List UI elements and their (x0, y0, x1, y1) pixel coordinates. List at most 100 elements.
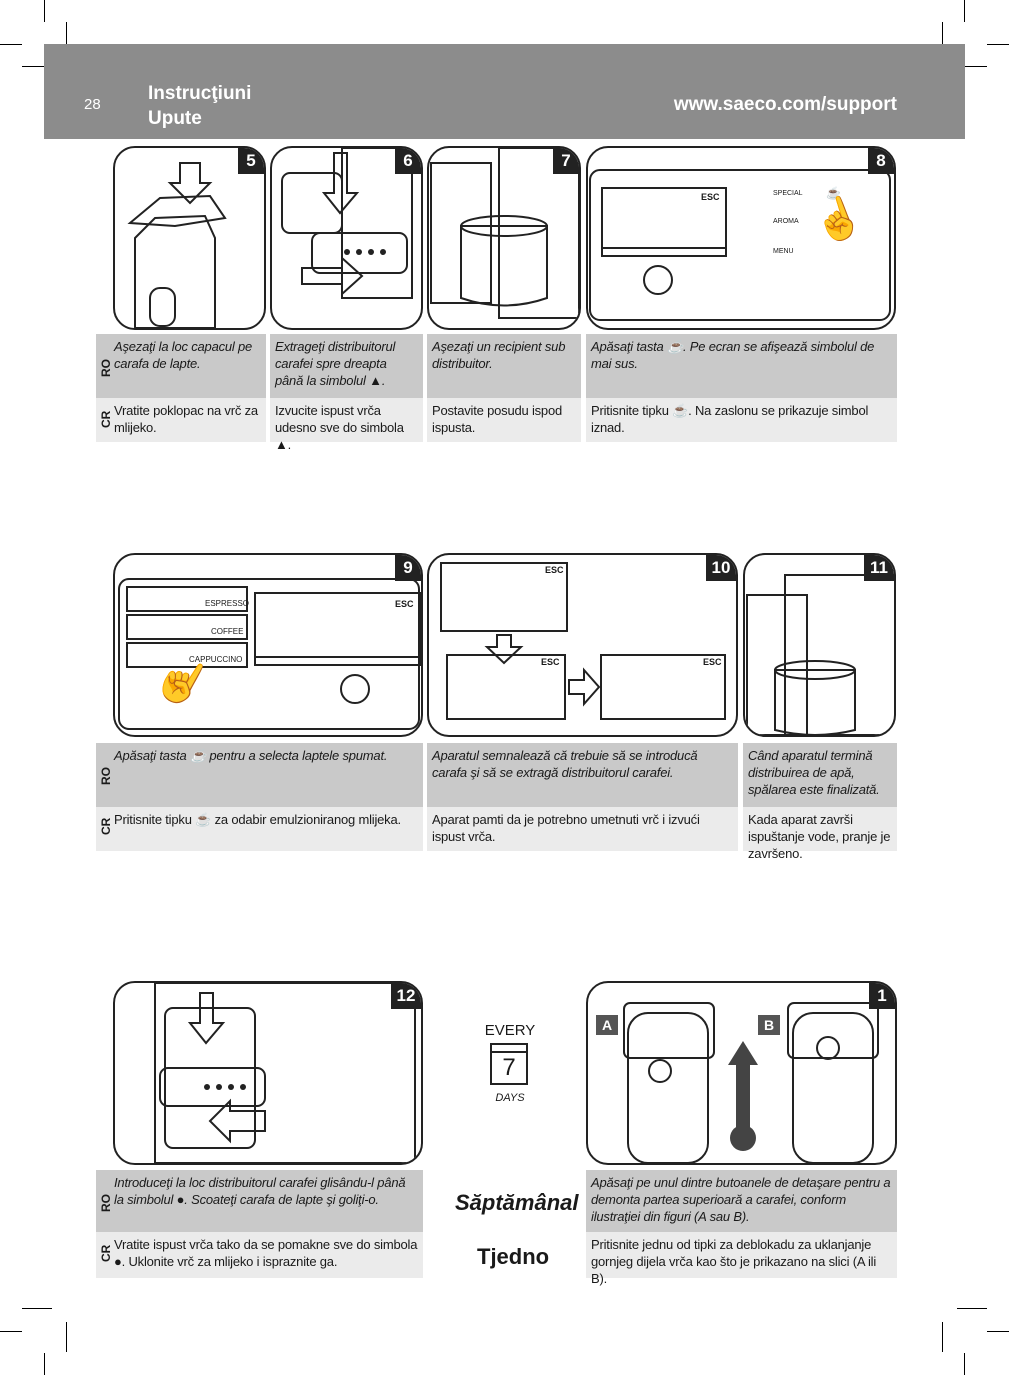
step-number-badge: 6 (395, 148, 421, 174)
language-label-cr: CR (99, 817, 113, 835)
page-subtitle: Upute (148, 108, 202, 129)
screen-esc-label: ESC (541, 657, 560, 667)
screen-esc-label: ESC (701, 192, 720, 202)
step-10-ro-text: Aparatul semnalează că trebuie să se int… (427, 743, 738, 807)
panel-button-cappuccino[interactable]: CAPPUCCINO (189, 655, 243, 664)
illustration-step-1: 1 A B (586, 981, 897, 1165)
page-number: 28 (84, 96, 101, 113)
illustration-step-7: 7 (427, 146, 581, 330)
dispenser-pull-illustration (281, 148, 413, 299)
carafe-lid-illustration (127, 162, 227, 328)
illustration-step-8: 8 ESC SPECIAL AROMA MENU ☕ ☝ (586, 146, 896, 330)
special-cup-icon: ☕ (666, 339, 683, 354)
step-8-cr-text: Pritisnite tipku ☕. Na zaslonu se prikaz… (586, 398, 897, 442)
cappuccino-memo-icon: ☕ (195, 812, 212, 827)
filled-circle-icon: ● (176, 1192, 185, 1207)
crop-mark (957, 1308, 987, 1309)
crop-mark (942, 22, 943, 52)
step-9-cr-text: Pritisnite tipku ☕ za odabir emulzionira… (96, 807, 423, 851)
special-cup-icon: ☕ (672, 403, 689, 418)
step-10-cr-text: Aparat pamti da je potrebno umetnuti vrč… (427, 807, 738, 851)
cappuccino-memo-icon: ☕ (189, 748, 206, 763)
step-number-badge: 11 (864, 555, 894, 581)
crop-mark (22, 1308, 52, 1309)
step-7-ro-text: Aşezaţi un recipient sub distribuitor. (427, 334, 581, 398)
step-7-cr-text: Postavite posudu ispod ispusta. (427, 398, 581, 442)
rinse-finished-illustration (746, 574, 894, 735)
page-title: Instrucţiuni (148, 83, 252, 104)
option-a-label: A (596, 1015, 618, 1035)
crop-mark (957, 66, 987, 67)
illustration-step-6: 6 (270, 146, 423, 330)
support-url[interactable]: www.saeco.com/support (673, 94, 897, 115)
step-number-badge: 7 (553, 148, 579, 174)
step-1-cr-text: Pritisnite jednu od tipki za deblokadu z… (586, 1232, 897, 1286)
illustration-step-9: 9 ESPRESSO COFFEE CAPPUCCINO ESC ☝ (113, 553, 423, 737)
crop-mark (66, 22, 67, 52)
calendar-icon: 7 (490, 1043, 528, 1085)
carafe-release-illustration (623, 1002, 879, 1163)
language-label-cr: CR (99, 1244, 113, 1262)
screen-esc-label: ESC (703, 657, 722, 667)
language-label-cr: CR (99, 410, 113, 428)
step-5-cr-text: Vratite poklopac na vrč za mlijeko. (96, 398, 266, 442)
step-12-ro-text: Introduceţi la loc distribuitorul carafe… (96, 1170, 423, 1232)
crop-mark (942, 1322, 943, 1352)
illustration-step-10: 10 ESC ESC ESC (427, 553, 738, 737)
illustration-step-11: 11 (743, 553, 896, 737)
step-9-ro-text: Apăsaţi tasta ☕ pentru a selecta laptele… (96, 743, 423, 807)
language-label-ro: RO (99, 767, 113, 785)
language-label-ro: RO (99, 1194, 113, 1212)
step-6-cr-text: Izvucite ispust vrča udesno sve do simbo… (270, 398, 423, 452)
illustration-step-5: 5 (113, 146, 266, 330)
step-number-badge: 8 (868, 148, 894, 174)
language-label-ro: RO (99, 359, 113, 377)
crop-mark (0, 44, 22, 45)
panel-button-aroma[interactable]: AROMA (773, 218, 799, 225)
calendar-day-number: 7 (502, 1054, 516, 1081)
step-number-badge: 9 (395, 555, 421, 581)
milk-level-icon: ▲ (369, 373, 382, 388)
weekly-label-ro: Săptămânal (455, 1190, 579, 1215)
step-12-cr-text: Vratite ispust vrča tako da se pomakne s… (96, 1232, 423, 1278)
panel-button-espresso[interactable]: ESPRESSO (205, 599, 250, 608)
crop-mark (44, 1353, 45, 1375)
header-bar (44, 44, 965, 139)
filled-circle-icon: ● (114, 1254, 122, 1269)
weekly-every-label: EVERY (484, 1022, 536, 1039)
step-6-ro-text: Extrageţi distribuitorul carafei spre dr… (270, 334, 423, 398)
crop-mark (964, 0, 965, 22)
control-panel-illustration (589, 169, 891, 321)
panel-button-coffee[interactable]: COFFEE (211, 627, 244, 636)
screen-esc-label: ESC (545, 565, 564, 575)
crop-mark (22, 66, 52, 67)
container-under-dispenser-illustration (430, 148, 579, 319)
illustration-step-12: 12 (113, 981, 423, 1165)
crop-mark (987, 1331, 1009, 1332)
dispenser-insert-illustration (154, 983, 416, 1163)
option-b-label: B (758, 1015, 780, 1035)
step-8-ro-text: Apăsaţi tasta ☕. Pe ecran se afişează si… (586, 334, 897, 398)
crop-mark (0, 1331, 22, 1332)
crop-mark (44, 0, 45, 22)
step-number-badge: 10 (706, 555, 736, 581)
panel-button-special[interactable]: SPECIAL (773, 190, 803, 197)
step-number-badge: 12 (391, 983, 421, 1009)
step-11-ro-text: Când aparatul termină distribuirea de ap… (743, 743, 897, 807)
crop-mark (964, 1353, 965, 1375)
step-5-ro-text: Aşezaţi la loc capacul pe carafa de lapt… (96, 334, 266, 398)
cappuccino-button-illustration (118, 578, 421, 730)
crop-mark (66, 1322, 67, 1352)
crop-mark (987, 44, 1009, 45)
screen-esc-label: ESC (395, 599, 414, 609)
special-cup-icon: ☕ (826, 186, 841, 200)
weekly-days-label: DAYS (495, 1092, 525, 1104)
panel-button-menu[interactable]: MENU (773, 248, 794, 255)
milk-level-icon: ▲ (275, 437, 288, 452)
screen-sequence-illustration (440, 562, 726, 720)
step-number-badge: 5 (238, 148, 264, 174)
step-11-cr-text: Kada aparat završi ispuštanje vode, pran… (743, 807, 897, 861)
weekly-label-cr: Tjedno (477, 1244, 550, 1269)
step-1-ro-text: Apăsaţi pe unul dintre butoanele de deta… (586, 1170, 897, 1232)
step-number-badge: 1 (869, 983, 895, 1009)
